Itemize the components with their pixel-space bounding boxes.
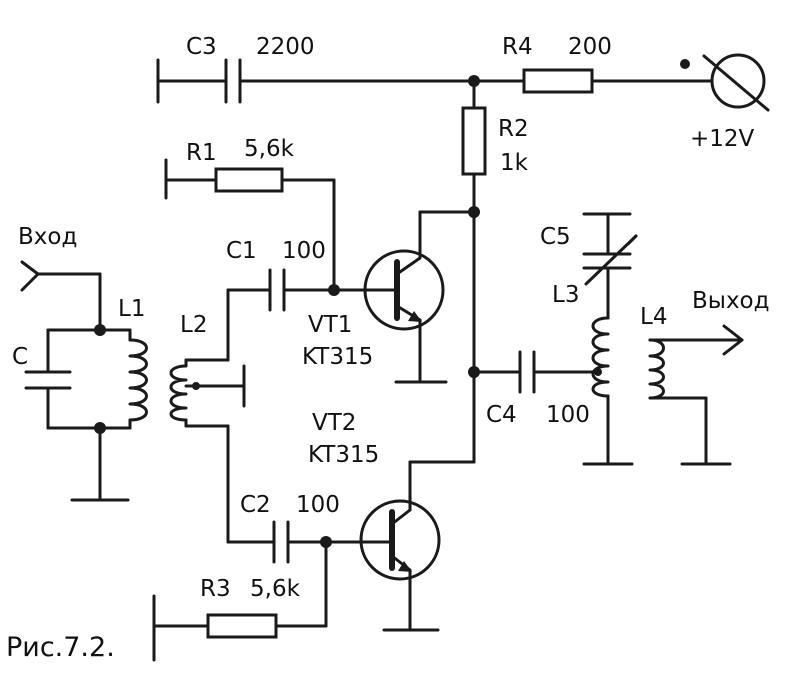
supply-terminal xyxy=(680,53,770,112)
resistor-r3 xyxy=(152,540,328,662)
coil-l2 xyxy=(169,358,246,544)
c5-label: C5 xyxy=(540,224,571,250)
capacitor-c1 xyxy=(184,268,336,362)
l4-label: L4 xyxy=(640,304,667,330)
input-label: Вход xyxy=(18,224,77,250)
transistor-vt1 xyxy=(332,210,476,384)
r3-label: R3 xyxy=(200,576,231,602)
c4-label: C4 xyxy=(486,402,517,428)
r4-value: 200 xyxy=(568,34,612,60)
r3-value: 5,6k xyxy=(250,576,301,602)
supply-label: +12V xyxy=(690,126,755,152)
c3-value: 2200 xyxy=(256,34,315,60)
vt1-type: KT315 xyxy=(302,344,373,370)
figure-caption: Рис.7.2. xyxy=(6,632,115,663)
l2-tap xyxy=(192,382,200,390)
l1-label: L1 xyxy=(118,296,145,322)
c2-label: C2 xyxy=(240,492,271,518)
c2-value: 100 xyxy=(296,492,340,518)
r1-label: R1 xyxy=(186,140,217,166)
coil-l4 xyxy=(648,324,744,466)
r1-value: 5,6k xyxy=(244,136,295,162)
capacitor-c2 xyxy=(226,520,394,564)
vt2-label: VT2 xyxy=(312,410,356,436)
input-terminal xyxy=(20,260,102,332)
vt1-label: VT1 xyxy=(308,312,352,338)
output-label: Выход xyxy=(692,288,770,314)
c1-value: 100 xyxy=(282,238,326,264)
c4-value: 100 xyxy=(546,402,590,428)
resistor-r2 xyxy=(461,79,487,374)
capacitor-c xyxy=(24,328,132,502)
resistor-r1 xyxy=(164,158,336,292)
l2-label: L2 xyxy=(180,312,207,338)
transistor-vt2 xyxy=(359,370,476,632)
capacitor-c5 xyxy=(582,212,638,314)
l3-label: L3 xyxy=(552,282,579,308)
c3-label: C3 xyxy=(186,34,217,60)
r4-label: R4 xyxy=(502,34,533,60)
resistor-r4 xyxy=(522,68,714,94)
c1-label: C1 xyxy=(226,238,257,264)
vt2-type: KT315 xyxy=(308,442,379,468)
capacitor-c4 xyxy=(472,350,600,394)
r2-label: R2 xyxy=(498,116,529,142)
coil-l1 xyxy=(128,328,148,430)
r2-value: 1k xyxy=(500,150,529,176)
c-label: C xyxy=(12,344,28,370)
coil-l3 xyxy=(582,310,634,466)
